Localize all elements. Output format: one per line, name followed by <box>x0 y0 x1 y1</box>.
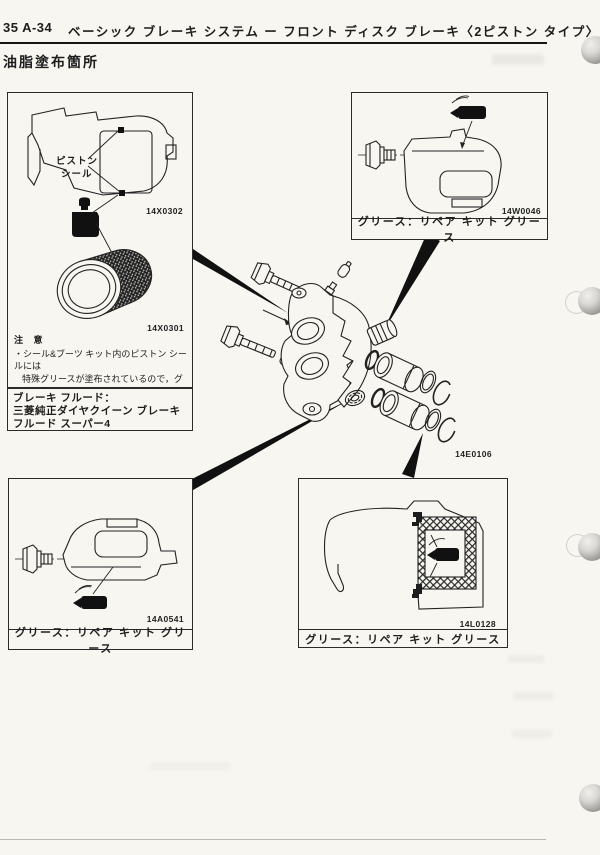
figure-code-piston: 14X0301 <box>147 323 184 333</box>
boot-clamp-upper <box>412 512 422 526</box>
cylinder-bore-upper <box>291 317 325 345</box>
grease-caption-lower-pin: グリース：リペア キット グリース <box>9 627 192 655</box>
bleeder-cap <box>337 261 352 278</box>
binder-hole <box>581 36 600 64</box>
mounting-ears <box>291 287 322 416</box>
pin-boot <box>344 389 366 407</box>
piston-seal-figure-box: ピストン シール 14X0302 14X0301 注 意 ・シール&ブーツ キッ… <box>7 92 193 409</box>
figure-code-exploded: 14E0106 <box>455 449 492 459</box>
page-header: 35 A-34 ベーシック ブレーキ システム ー フロント ディスク ブレーキ… <box>0 20 600 40</box>
boot-clamp-lower <box>412 584 422 598</box>
header-rule <box>0 42 547 44</box>
caliper-side-view <box>62 518 178 581</box>
grease-tube-icon <box>73 596 107 609</box>
figure-code-boot: 14L0128 <box>459 619 496 629</box>
piston-upper <box>373 352 424 393</box>
caliper-section-outline <box>323 500 484 610</box>
fluid-spec-line: 三菱純正ダイヤクイーン ブレーキ <box>13 405 181 417</box>
piston-boot-grease-box: 14L0128 グリース：リペア キット グリース <box>298 478 508 648</box>
binder-hole <box>579 784 600 812</box>
grease-tube-icon <box>450 106 486 119</box>
scan-edge-line <box>0 839 546 840</box>
boot-ring-upper <box>419 370 437 394</box>
caliper-outline-view <box>27 107 177 196</box>
binder-hole <box>578 287 600 315</box>
grease-point-marker-upper <box>118 127 124 133</box>
print-bleed-artifact <box>514 692 554 700</box>
binder-hole <box>578 533 600 561</box>
snap-ring-lower <box>437 417 457 443</box>
lock-bolt <box>365 140 396 170</box>
piston-lower <box>379 390 430 431</box>
caution-heading: 注 意 <box>14 335 47 345</box>
print-bleed-artifact <box>512 730 552 738</box>
exploded-view-illustration <box>220 261 457 443</box>
lower-pin-grease-box: 14A0541 グリース：リペア キット グリース <box>8 478 193 655</box>
chapter-title: ベーシック ブレーキ システム ー フロント ディスク ブレーキ〈2ピストン タ… <box>68 25 600 39</box>
figure-code-lower-pin: 14A0541 <box>146 614 184 624</box>
leader-wedge-bottom-left <box>188 398 352 493</box>
print-bleed-artifact <box>150 762 230 771</box>
print-bleed-artifact <box>508 655 544 663</box>
section-title: 油脂塗布箇所 <box>3 54 99 70</box>
lower-pin-illustration <box>15 518 178 609</box>
caliper-side-view <box>403 128 502 214</box>
piston-part-view <box>56 249 153 319</box>
pin-sleeve <box>366 319 398 346</box>
leader-wedge-top-right <box>384 233 440 330</box>
upper-pin-illustration <box>358 95 502 214</box>
guide-pin-bolt-upper <box>250 262 304 296</box>
part-label-piston: ピストン <box>56 156 99 167</box>
snap-ring-upper <box>432 380 452 406</box>
guide-pin-bolt-lower <box>220 325 276 358</box>
page-number: 35 A-34 <box>3 20 53 35</box>
fluid-spec-line: ブレーキ フルード： <box>13 392 116 404</box>
grease-caption-upper-pin: グリース：リペア キット グリース <box>352 216 547 244</box>
brake-fluid-spec-box: ブレーキ フルード： 三菱純正ダイヤクイーン ブレーキ フルード スーパー4 <box>7 388 193 431</box>
grease-caption-boot: グリース：リペア キット グリース <box>299 629 507 647</box>
grease-point-marker-lower <box>119 190 125 196</box>
caution-line: ・シール&ブーツ キット内のピストン シールには <box>14 348 187 372</box>
part-label-seal: シール <box>61 169 93 180</box>
leader-wedge-top-left <box>193 249 288 313</box>
boot-ring-lower <box>424 408 442 432</box>
figure-code-caliper: 14X0302 <box>146 206 183 216</box>
fluid-spec-line: フルード スーパー4 <box>13 418 111 430</box>
boot-cross-section-illustration <box>323 500 484 610</box>
print-bleed-artifact <box>492 54 544 65</box>
lock-bolt <box>22 544 53 574</box>
leader-wedge-bottom-right <box>402 433 423 478</box>
grease-tube-icon <box>427 548 459 561</box>
piston-seal-illustration <box>27 107 177 319</box>
grease-bottle-icon <box>72 197 99 237</box>
cylinder-bore-lower <box>295 352 329 380</box>
upper-pin-grease-box: 14W0046 グリース：リペア キット グリース <box>351 92 548 244</box>
figure-code-upper-pin: 14W0046 <box>501 206 541 216</box>
